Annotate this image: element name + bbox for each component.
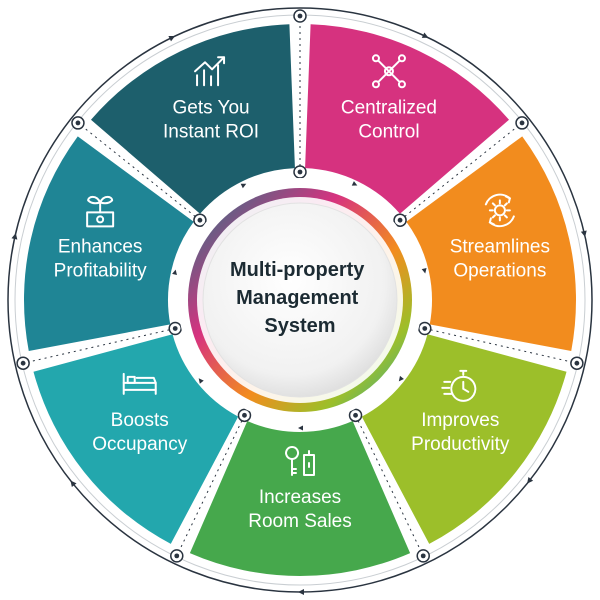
connector-node-dot — [172, 326, 178, 331]
connector-node-dot — [20, 360, 26, 366]
connector-node-dot — [75, 120, 81, 126]
segment-label-line-1: Boosts — [111, 410, 169, 431]
ring-arrow-icon — [168, 35, 176, 42]
segment-label-line-1: Centralized — [341, 97, 437, 118]
inner-arrow-icon — [172, 269, 177, 275]
segment-label-line-1: Gets You — [172, 97, 249, 118]
connector-node-dot — [519, 120, 525, 126]
connector-node-dot — [397, 217, 403, 223]
hub-title-line-2: Management — [236, 287, 359, 309]
hub-disc — [202, 202, 398, 398]
hub-title-line-1: Multi-property — [230, 259, 365, 281]
segment-shape-gets-you-instant-roi — [90, 24, 295, 214]
connector-node-dot — [353, 412, 358, 418]
segment-shape-increases-room-sales — [189, 421, 411, 576]
ring-arrow-icon — [298, 589, 304, 595]
boundary-dotted-line — [77, 122, 201, 221]
boundary-dotted-line — [424, 327, 577, 364]
segment-label-line-2: Occupancy — [92, 434, 188, 455]
segment-shape-enhances-profitability — [23, 136, 194, 352]
connector-node-dot — [197, 217, 203, 223]
boundary-dotted-line — [176, 415, 245, 557]
segment-label-line-1: Enhances — [58, 236, 143, 257]
inner-arrow-icon — [398, 375, 404, 382]
hub-title-line-3: System — [264, 315, 335, 337]
segment-shape-boosts-occupancy — [33, 334, 239, 544]
segment-label-line-1: Streamlines — [450, 236, 550, 257]
segment-label-line-2: Instant ROI — [163, 121, 259, 142]
segment-label-line-2: Control — [358, 121, 419, 142]
connector-node-dot — [420, 553, 426, 559]
segment-label-line-2: Productivity — [411, 434, 510, 455]
hub-title: Multi-property Management System — [230, 259, 370, 337]
boundary-dotted-line — [399, 122, 523, 221]
segment-shape-improves-productivity — [361, 334, 567, 544]
segment-label-line-1: Improves — [421, 410, 499, 431]
segment-label-line-1: Increases — [259, 487, 341, 508]
segment-label-line-2: Profitability — [54, 260, 147, 281]
inner-arrow-icon — [198, 378, 204, 384]
ring-arrow-icon — [70, 480, 77, 488]
gear-cycle-icon — [484, 193, 515, 228]
connector-node-dot — [574, 360, 580, 366]
segment-label-line-2: Operations — [453, 260, 546, 281]
connector-node-dot — [422, 326, 428, 331]
ring-arrow-icon — [527, 477, 534, 484]
money-plant-icon — [86, 195, 115, 228]
inner-arrow-icon — [298, 425, 303, 431]
growth-chart-icon — [194, 56, 226, 87]
ring-arrow-icon — [11, 233, 18, 240]
inner-arrow-icon — [351, 181, 358, 186]
connector-node-dot — [242, 412, 247, 418]
segment-label-line-2: Room Sales — [248, 511, 352, 532]
stopwatch-icon — [441, 369, 477, 402]
segment-shape-streamlines-operations — [406, 136, 576, 352]
connector-node-dot — [174, 553, 180, 559]
inner-arrow-icon — [240, 183, 247, 189]
boundary-dotted-line — [23, 327, 176, 364]
boundary-dotted-line — [355, 415, 424, 557]
bed-icon — [122, 372, 157, 395]
connectors-layer — [11, 9, 587, 595]
inner-arrow-icon — [421, 268, 427, 274]
room-key-icon — [285, 446, 315, 476]
connector-node-dot — [297, 13, 303, 19]
ring-arrow-icon — [421, 32, 429, 38]
ring-arrow-icon — [580, 230, 587, 237]
connector-node-dot — [297, 169, 303, 175]
segment-shape-centralized-control — [305, 24, 510, 214]
network-nodes-icon — [371, 54, 406, 89]
